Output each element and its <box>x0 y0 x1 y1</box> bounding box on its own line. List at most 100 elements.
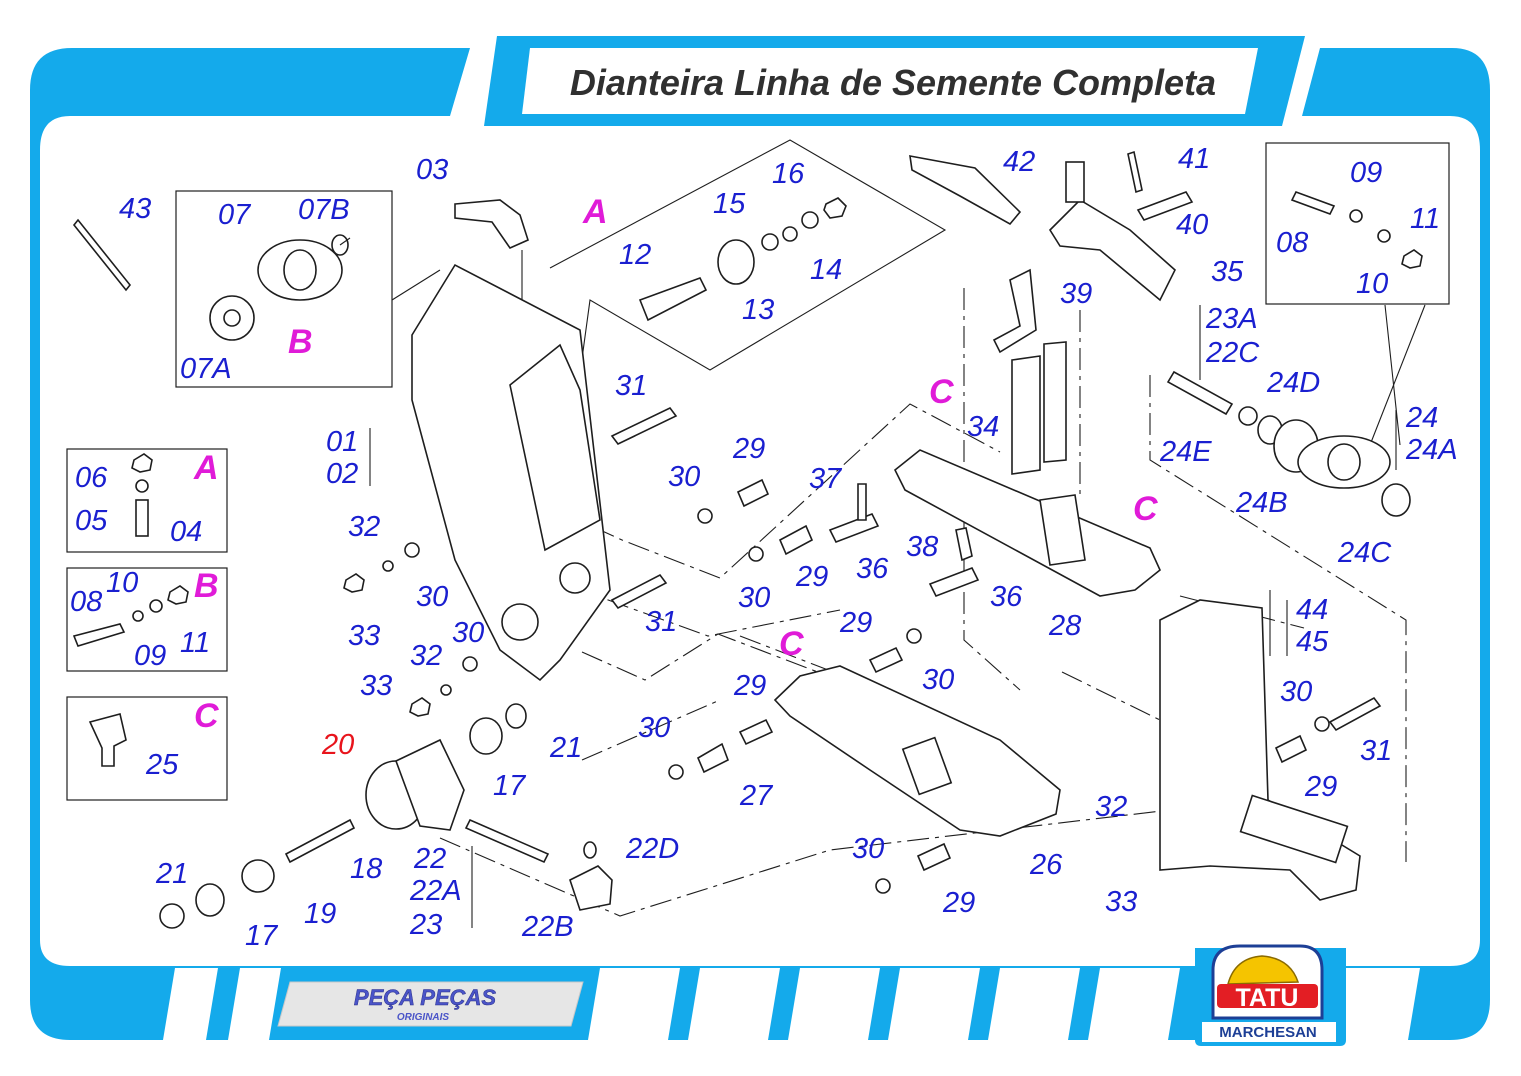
label-14: 14 <box>810 254 842 286</box>
label-22c: 22C <box>1205 337 1260 369</box>
label-03: 03 <box>416 154 448 186</box>
blue-frame <box>30 36 1490 1040</box>
bracket-39 <box>992 268 1037 354</box>
label-04: 04 <box>170 516 202 548</box>
bolt-12 <box>638 277 708 322</box>
label-02: 02 <box>326 458 358 490</box>
inset-boxes <box>66 142 1450 801</box>
label-24d: 24D <box>1266 367 1320 399</box>
rod-23a <box>1166 370 1234 416</box>
label-33-b: 33 <box>360 670 392 702</box>
label-30-h: 30 <box>1280 676 1312 708</box>
label-21-b: 21 <box>155 858 188 890</box>
label-27: 27 <box>739 780 774 812</box>
label-24c: 24C <box>1337 537 1392 569</box>
callout-c-frame: C <box>1133 490 1158 528</box>
label-45: 45 <box>1296 626 1329 658</box>
upper-arm-35 <box>1048 198 1176 302</box>
label-32-a: 32 <box>348 511 380 543</box>
label-12: 12 <box>619 239 651 271</box>
label-22b: 22B <box>521 911 574 943</box>
label-22: 22 <box>413 843 446 875</box>
label-15: 15 <box>713 188 746 220</box>
label-17-a: 17 <box>493 770 527 802</box>
label-13: 13 <box>742 294 774 326</box>
original-parts-badge: PEÇA PEÇAS ORIGINAIS <box>354 985 497 1023</box>
label-29-f: 29 <box>1304 771 1337 803</box>
callout-a-main: A <box>582 193 608 231</box>
label-28: 28 <box>1048 610 1081 642</box>
shaft-22 <box>464 818 550 864</box>
grease-fitting-25 <box>88 713 127 767</box>
pin-41 <box>1127 150 1143 194</box>
callout-letters: A B C C C A B C <box>193 193 1158 735</box>
label-17-b: 17 <box>245 920 279 952</box>
label-24a: 24A <box>1405 434 1458 466</box>
label-38: 38 <box>906 531 938 563</box>
label-33-c: 33 <box>1105 886 1137 918</box>
label-23: 23 <box>409 909 442 941</box>
shaft-18 <box>284 818 356 864</box>
chain-part-43 <box>72 218 132 292</box>
badge-sub-text: ORIGINAIS <box>397 1012 450 1023</box>
label-24b: 24B <box>1235 487 1288 519</box>
brand-text: TATU <box>1236 984 1299 1012</box>
bolt-31-upper <box>610 406 678 446</box>
springs-34 <box>1011 341 1067 475</box>
callout-c-arm: C <box>779 625 804 663</box>
callout-a-box: A <box>193 449 219 487</box>
frame-28 <box>893 449 1161 597</box>
label-10-box: 10 <box>106 567 138 599</box>
label-30-b: 30 <box>416 581 448 613</box>
label-30-f: 30 <box>638 712 670 744</box>
label-44: 44 <box>1296 594 1328 626</box>
parts-drawings <box>72 150 1423 929</box>
brand-sub-text: MARCHESAN <box>1219 1024 1317 1041</box>
label-08-right: 08 <box>1276 227 1308 259</box>
label-29-e: 29 <box>942 887 975 919</box>
label-37: 37 <box>809 463 843 495</box>
label-16: 16 <box>772 158 805 190</box>
label-08-box: 08 <box>70 586 102 618</box>
label-32-b: 32 <box>410 640 442 672</box>
label-29-b: 29 <box>795 561 828 593</box>
label-31-upper: 31 <box>615 370 647 402</box>
label-40: 40 <box>1176 209 1208 241</box>
label-30-c: 30 <box>452 617 484 649</box>
label-24e: 24E <box>1159 436 1212 468</box>
label-20: 20 <box>321 729 354 761</box>
label-07b: 07B <box>298 194 350 226</box>
bracket-03 <box>454 199 529 250</box>
pin-40 <box>1136 191 1194 221</box>
label-24: 24 <box>1405 402 1438 434</box>
label-41: 41 <box>1178 143 1210 175</box>
label-39: 39 <box>1060 278 1092 310</box>
label-29-c: 29 <box>839 607 872 639</box>
label-36-b: 36 <box>990 581 1023 613</box>
label-11-right: 11 <box>1410 203 1440 235</box>
label-19: 19 <box>304 898 336 930</box>
label-22d: 22D <box>625 833 679 865</box>
label-34: 34 <box>967 411 999 443</box>
callout-c-upper: C <box>929 373 954 411</box>
tatu-marchesan-logo: TATU MARCHESAN <box>1195 944 1346 1046</box>
part-labels: 43 07 07B 07A 03 16 15 12 14 13 01 02 31… <box>70 143 1458 952</box>
label-36-a: 36 <box>856 553 889 585</box>
label-33-a: 33 <box>348 620 380 652</box>
callout-b-inset: B <box>288 323 313 361</box>
label-09-right: 09 <box>1350 157 1382 189</box>
label-01: 01 <box>326 426 358 458</box>
label-09-box: 09 <box>134 640 166 672</box>
label-43: 43 <box>119 193 151 225</box>
label-07a: 07A <box>180 353 232 385</box>
label-25: 25 <box>145 749 179 781</box>
label-10-right: 10 <box>1356 268 1388 300</box>
label-35: 35 <box>1211 256 1244 288</box>
leader-lines <box>339 237 1397 928</box>
label-31-middle: 31 <box>645 606 677 638</box>
label-21-a: 21 <box>549 732 582 764</box>
ujoint-22b <box>569 865 613 911</box>
bolt-31-right <box>1328 696 1382 732</box>
label-05: 05 <box>75 505 108 537</box>
label-30-g: 30 <box>852 833 884 865</box>
